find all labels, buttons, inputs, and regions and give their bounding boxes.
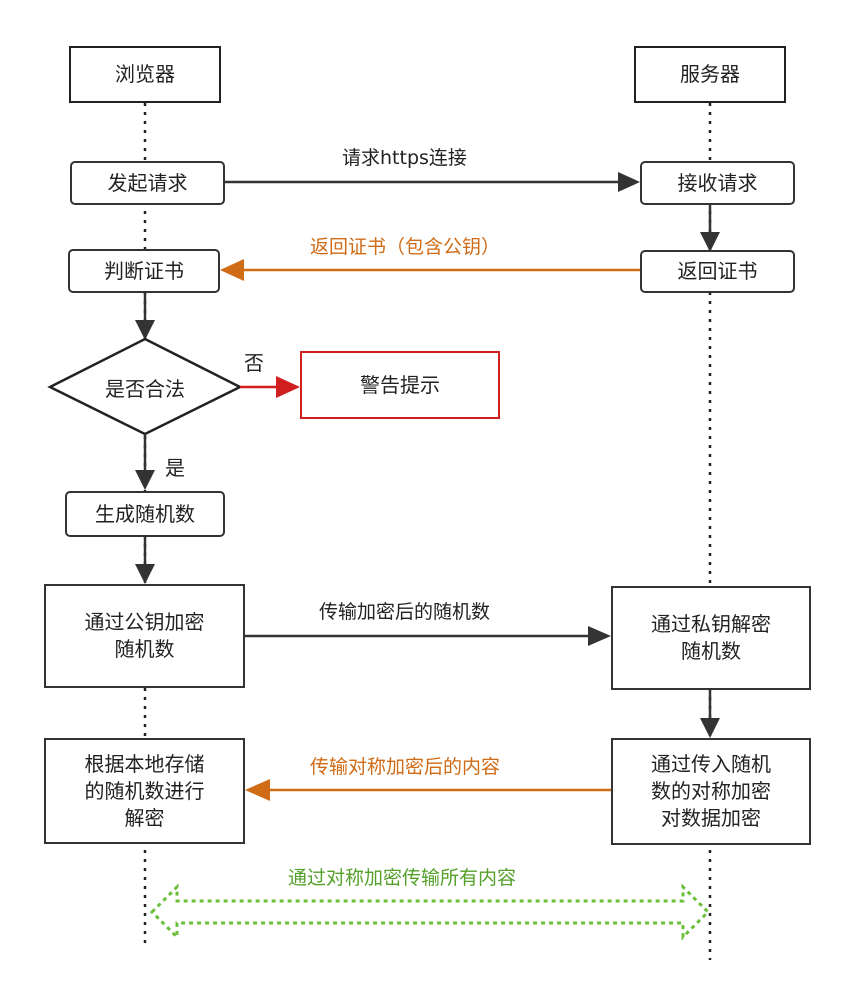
- server-actor: 服务器: [634, 46, 786, 103]
- sym-content-label: 传输对称加密后的内容: [310, 756, 501, 778]
- is-valid-label: 是否合法: [105, 377, 185, 401]
- browser-actor-label: 浏览器: [115, 62, 175, 86]
- return-cert-arrowhead: [220, 259, 244, 281]
- judge-to-valid-arrowhead: [135, 320, 155, 340]
- no-branch-label: 否: [244, 351, 264, 375]
- judge-cert-label: 判断证书: [104, 258, 184, 283]
- browser-actor: 浏览器: [69, 46, 221, 103]
- server-actor-label: 服务器: [680, 62, 740, 86]
- initiate-request-step: 发起请求: [70, 161, 225, 205]
- gen-to-encrypt-arrowhead: [135, 564, 155, 584]
- yes-branch-arrowhead: [135, 470, 155, 490]
- sym-encrypt-label: 通过传入随机 数的对称加密 对数据加密: [651, 752, 771, 830]
- receive-request-step: 接收请求: [640, 161, 795, 205]
- yes-branch-label: 是: [165, 456, 185, 480]
- all-sym-double-arrow: [149, 883, 711, 941]
- initiate-request-label: 发起请求: [107, 170, 188, 195]
- warning-step: 警告提示: [300, 351, 500, 419]
- encrypt-random-label: 通过公钥加密 随机数: [84, 610, 205, 661]
- decrypt-random-step: 通过私钥解密 随机数: [611, 586, 811, 690]
- gen-random-label: 生成随机数: [95, 501, 195, 526]
- send-random-arrowhead: [588, 626, 611, 646]
- decrypt-random-label: 通过私钥解密 随机数: [651, 612, 771, 663]
- receive-to-return-arrowhead: [700, 232, 720, 252]
- return-cert-label: 返回证书（包含公钥）: [310, 236, 501, 258]
- sym-content-arrowhead: [245, 779, 270, 801]
- decrypt-local-label: 根据本地存储 的随机数进行 解密: [84, 751, 205, 830]
- https-request-arrowhead: [618, 172, 640, 192]
- decrypt-local-step: 根据本地存储 的随机数进行 解密: [44, 738, 245, 844]
- judge-cert-step: 判断证书: [68, 249, 220, 293]
- send-random-label: 传输加密后的随机数: [319, 601, 491, 623]
- no-branch-arrowhead: [276, 376, 300, 398]
- receive-request-label: 接收请求: [677, 170, 758, 195]
- return-cert-step: 返回证书: [640, 250, 795, 293]
- all-sym-label: 通过对称加密传输所有内容: [288, 867, 517, 889]
- encrypt-random-step: 通过公钥加密 随机数: [44, 584, 245, 688]
- return-cert-step-label: 返回证书: [677, 259, 758, 283]
- https-request-label: 请求https连接: [342, 147, 467, 169]
- warning-label: 警告提示: [360, 372, 440, 397]
- decrypt-to-sym-arrowhead: [700, 718, 720, 738]
- gen-random-step: 生成随机数: [65, 491, 225, 537]
- sym-encrypt-step: 通过传入随机 数的对称加密 对数据加密: [611, 738, 811, 845]
